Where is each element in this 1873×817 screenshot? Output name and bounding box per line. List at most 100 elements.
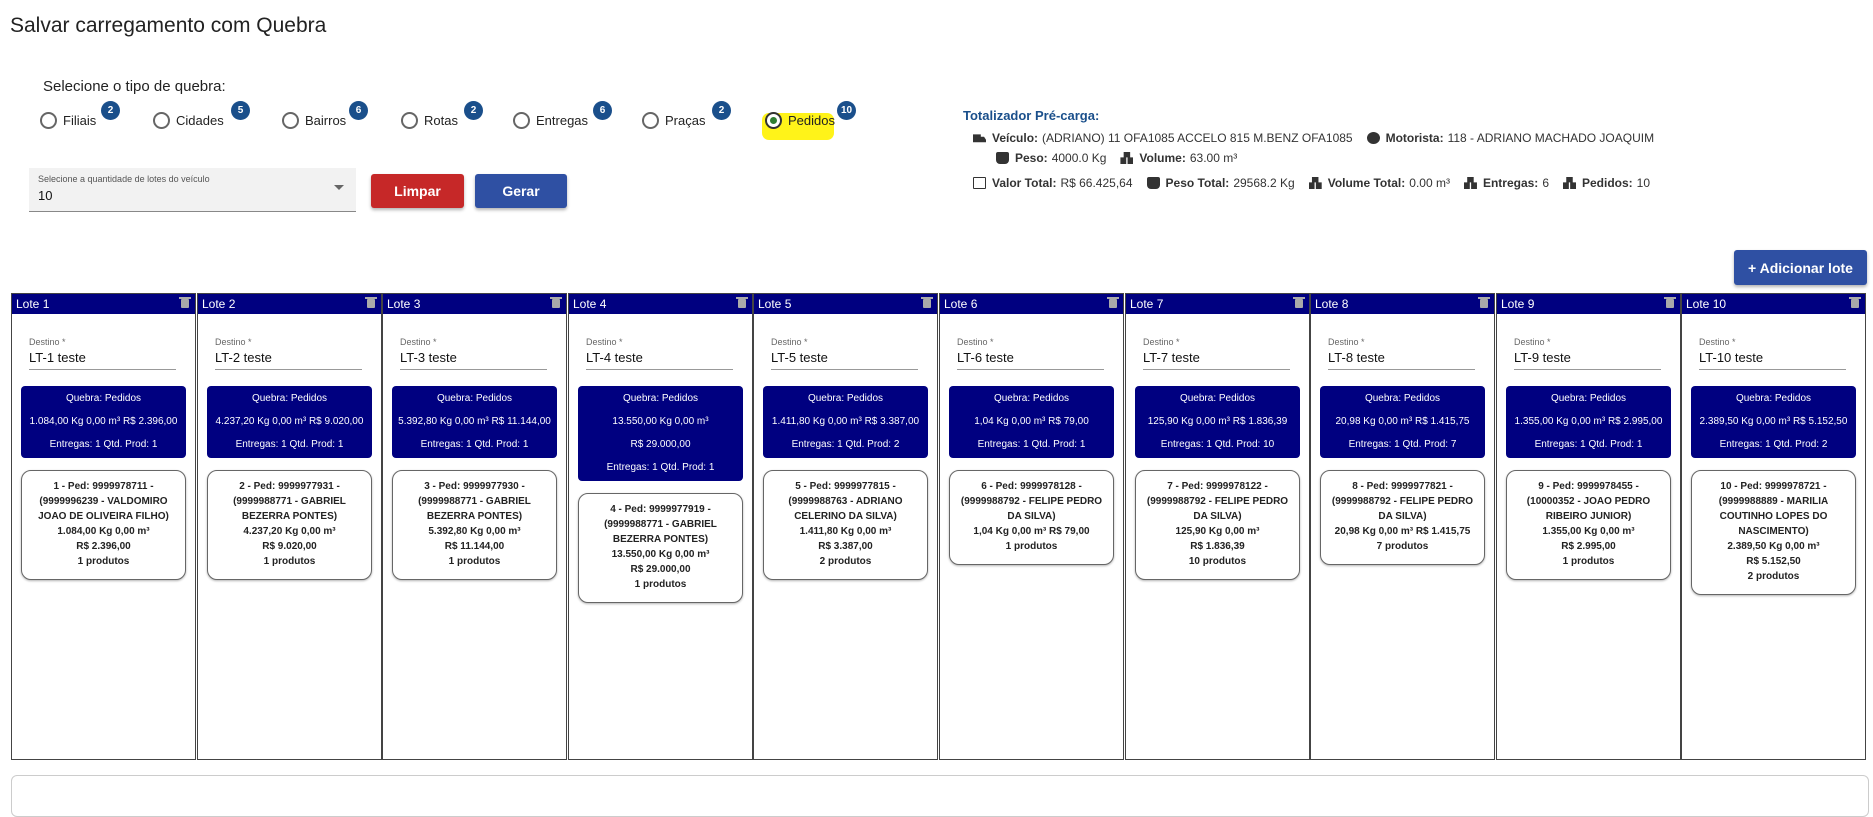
order-card[interactable]: 1 - Ped: 9999978711 -(9999996239 - VALDO… (21, 470, 186, 580)
order-card[interactable]: 10 - Ped: 9999978721 -(9999988889 - MARI… (1691, 470, 1856, 595)
valor-total-label: Valor Total: (992, 176, 1057, 190)
order-card[interactable]: 8 - Ped: 9999977821 -(9999988792 - FELIP… (1320, 470, 1485, 565)
order-line: (10000352 - JOAO PEDRO (1526, 496, 1651, 507)
summary-totals: 1,04 Kg 0,00 m³ R$ 79,00 (974, 416, 1089, 427)
order-line: 3 - Ped: 9999977930 - (424, 481, 525, 492)
trash-icon[interactable] (1293, 297, 1305, 308)
order-card[interactable]: 5 - Ped: 9999977815 -(9999988763 - ADRIA… (763, 470, 928, 580)
summary-quebra: Quebra: Pedidos (807, 393, 884, 404)
order-line: 2 - Ped: 9999977931 - (239, 481, 340, 492)
pedidos-label: Pedidos: (1582, 176, 1633, 190)
gerar-button[interactable]: Gerar (475, 174, 567, 208)
summary-quebra: Quebra: Pedidos (436, 393, 513, 404)
radio-circle-icon[interactable] (642, 112, 659, 129)
lotes-quantity-select[interactable]: Selecione a quantidade de lotes do veícu… (29, 168, 356, 212)
summary-quebra: Quebra: Pedidos (993, 393, 1070, 404)
boxes-icon (1120, 152, 1134, 164)
boxes-icon (1563, 177, 1576, 189)
order-card[interactable]: 7 - Ped: 9999978122 -(9999988792 - FELIP… (1135, 470, 1300, 580)
order-line: 13.550,00 Kg 0,00 m³ (611, 549, 710, 560)
trash-icon[interactable] (921, 297, 933, 308)
lote-title: Lote 10 (1686, 297, 1727, 311)
trash-icon[interactable] (1664, 297, 1676, 308)
trash-icon[interactable] (1478, 297, 1490, 308)
motorista-value: 118 - ADRIANO MACHADO JOAQUIM (1447, 131, 1655, 145)
destino-input[interactable]: LT-8 teste (1328, 350, 1475, 370)
destino-input[interactable]: LT-2 teste (215, 350, 362, 370)
trash-icon[interactable] (1107, 297, 1119, 308)
destino-input[interactable]: LT-3 teste (400, 350, 547, 370)
lote-header: Lote 2 (198, 294, 381, 314)
volume-total-label: Volume Total: (1327, 176, 1406, 190)
count-badge: 6 (593, 101, 612, 120)
peso-total-value: 29568.2 Kg (1233, 176, 1295, 190)
order-line: NASCIMENTO) (1738, 526, 1809, 537)
order-line: 1.411,80 Kg 0,00 m³ (799, 526, 892, 537)
order-line: DA SILVA) (1007, 511, 1056, 522)
radio-entregas[interactable]: Entregas 6 (513, 101, 612, 129)
radio-circle-icon[interactable] (153, 112, 170, 129)
radio-label: Entregas (536, 113, 589, 128)
truck-icon (973, 134, 986, 143)
order-card[interactable]: 3 - Ped: 9999977930 -(9999988771 - GABRI… (392, 470, 557, 580)
order-card[interactable]: 9 - Ped: 9999978455 -(10000352 - JOAO PE… (1506, 470, 1671, 580)
trash-icon[interactable] (179, 297, 191, 308)
summary-totals: 20,98 Kg 0,00 m³ R$ 1.415,75 (1335, 416, 1470, 427)
radio-circle-icon[interactable] (401, 112, 418, 129)
radio-circle-icon[interactable] (282, 112, 299, 129)
weight-icon (996, 152, 1009, 164)
destino-input[interactable]: LT-10 teste (1699, 350, 1846, 370)
order-line: 10 - Ped: 9999978721 - (1720, 481, 1827, 492)
add-lote-button[interactable]: + Adicionar lote (1734, 250, 1867, 285)
volume-value: 63.00 m³ (1189, 151, 1238, 165)
radio-circle-icon[interactable] (513, 112, 530, 129)
order-card[interactable]: 2 - Ped: 9999977931 -(9999988771 - GABRI… (207, 470, 372, 580)
order-card[interactable]: 6 - Ped: 9999978128 -(9999988792 - FELIP… (949, 470, 1114, 565)
order-line: COUTINHO LOPES DO (1719, 511, 1828, 522)
summary-totals: 125,90 Kg 0,00 m³ R$ 1.836,39 (1147, 416, 1288, 427)
order-line: BEZERRA PONTES) (612, 534, 709, 545)
destino-label: Destino * (1514, 337, 1551, 347)
summary-entregas: Entregas: 1 Qtd. Prod: 1 (1534, 439, 1643, 450)
summary-entregas: Entregas: 1 Qtd. Prod: 1 (977, 439, 1086, 450)
radio-circle-icon[interactable] (40, 112, 57, 129)
destino-label: Destino * (215, 337, 252, 347)
order-card[interactable]: 4 - Ped: 9999977919 -(9999988771 - GABRI… (578, 493, 743, 603)
entregas-value: 6 (1542, 176, 1549, 190)
destino-input[interactable]: LT-5 teste (771, 350, 918, 370)
summary-totals: 4.237,20 Kg 0,00 m³ R$ 9.020,00 (215, 416, 364, 427)
order-line: RIBEIRO JUNIOR) (1545, 511, 1632, 522)
radio-circle-icon[interactable] (765, 112, 782, 129)
trash-icon[interactable] (550, 297, 562, 308)
order-line: R$ 2.995,00 (1561, 541, 1616, 552)
count-badge: 10 (837, 101, 856, 120)
destino-input[interactable]: LT-1 teste (29, 350, 176, 370)
destino-input[interactable]: LT-7 teste (1143, 350, 1290, 370)
lote-header: Lote 4 (569, 294, 752, 314)
lote-header: Lote 9 (1497, 294, 1680, 314)
limpar-button[interactable]: Limpar (371, 174, 464, 208)
pedidos-value: 10 (1636, 176, 1651, 190)
order-line: 2.389,50 Kg 0,00 m³ (1727, 541, 1820, 552)
trash-icon[interactable] (365, 297, 377, 308)
summary-entregas: Entregas: 1 Qtd. Prod: 10 (1160, 439, 1275, 450)
destino-label: Destino * (957, 337, 994, 347)
destino-input[interactable]: LT-6 teste (957, 350, 1104, 370)
summary-entregas: Entregas: 1 Qtd. Prod: 7 (1348, 439, 1457, 450)
trash-icon[interactable] (736, 297, 748, 308)
order-line: 1 produtos (1005, 541, 1058, 552)
trash-icon[interactable] (1849, 297, 1861, 308)
destino-input[interactable]: LT-9 teste (1514, 350, 1661, 370)
destino-input[interactable]: LT-4 teste (586, 350, 733, 370)
